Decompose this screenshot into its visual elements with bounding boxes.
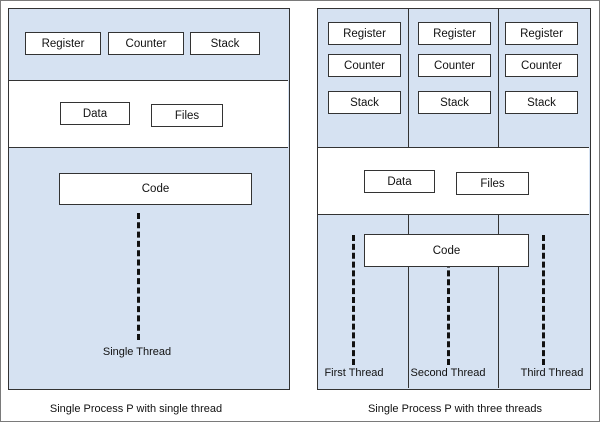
register-box: Register bbox=[418, 22, 491, 45]
thread-label: Third Thread bbox=[520, 367, 584, 379]
data-box: Data bbox=[364, 170, 435, 193]
files-box: Files bbox=[456, 172, 529, 195]
code-box: Code bbox=[59, 173, 252, 205]
thread-label: First Thread bbox=[324, 367, 384, 379]
single-thread-process: Register Counter Stack Data Files Code S… bbox=[8, 8, 290, 390]
thread-column-divider bbox=[498, 215, 499, 388]
thread-line bbox=[352, 235, 355, 365]
left-caption: Single Process P with single thread bbox=[49, 403, 223, 415]
code-box: Code bbox=[364, 234, 529, 267]
shared-resources-section bbox=[9, 81, 288, 148]
register-box: Register bbox=[328, 22, 401, 45]
thread-column-divider bbox=[408, 9, 409, 148]
counter-box: Counter bbox=[505, 54, 578, 77]
section-divider bbox=[9, 80, 288, 81]
counter-box: Counter bbox=[418, 54, 491, 77]
shared-resources-section bbox=[318, 148, 589, 215]
files-box: Files bbox=[151, 104, 223, 127]
thread-column-divider bbox=[408, 215, 409, 388]
thread-label: Second Thread bbox=[410, 367, 486, 379]
data-box: Data bbox=[60, 102, 130, 125]
section-divider bbox=[9, 147, 288, 148]
thread-line bbox=[137, 213, 140, 340]
counter-box: Counter bbox=[108, 32, 184, 55]
thread-line bbox=[542, 235, 545, 365]
stack-box: Stack bbox=[328, 91, 401, 114]
thread-label: Single Thread bbox=[102, 346, 172, 358]
stack-box: Stack bbox=[418, 91, 491, 114]
register-box: Register bbox=[25, 32, 101, 55]
multi-thread-process: Register Counter Stack Register Counter … bbox=[317, 8, 591, 390]
right-caption: Single Process P with three threads bbox=[367, 403, 543, 415]
counter-box: Counter bbox=[328, 54, 401, 77]
section-divider bbox=[318, 214, 589, 215]
stack-box: Stack bbox=[505, 91, 578, 114]
thread-line bbox=[447, 235, 450, 365]
section-divider bbox=[318, 147, 589, 148]
thread-column-divider bbox=[498, 9, 499, 148]
register-box: Register bbox=[505, 22, 578, 45]
stack-box: Stack bbox=[190, 32, 260, 55]
